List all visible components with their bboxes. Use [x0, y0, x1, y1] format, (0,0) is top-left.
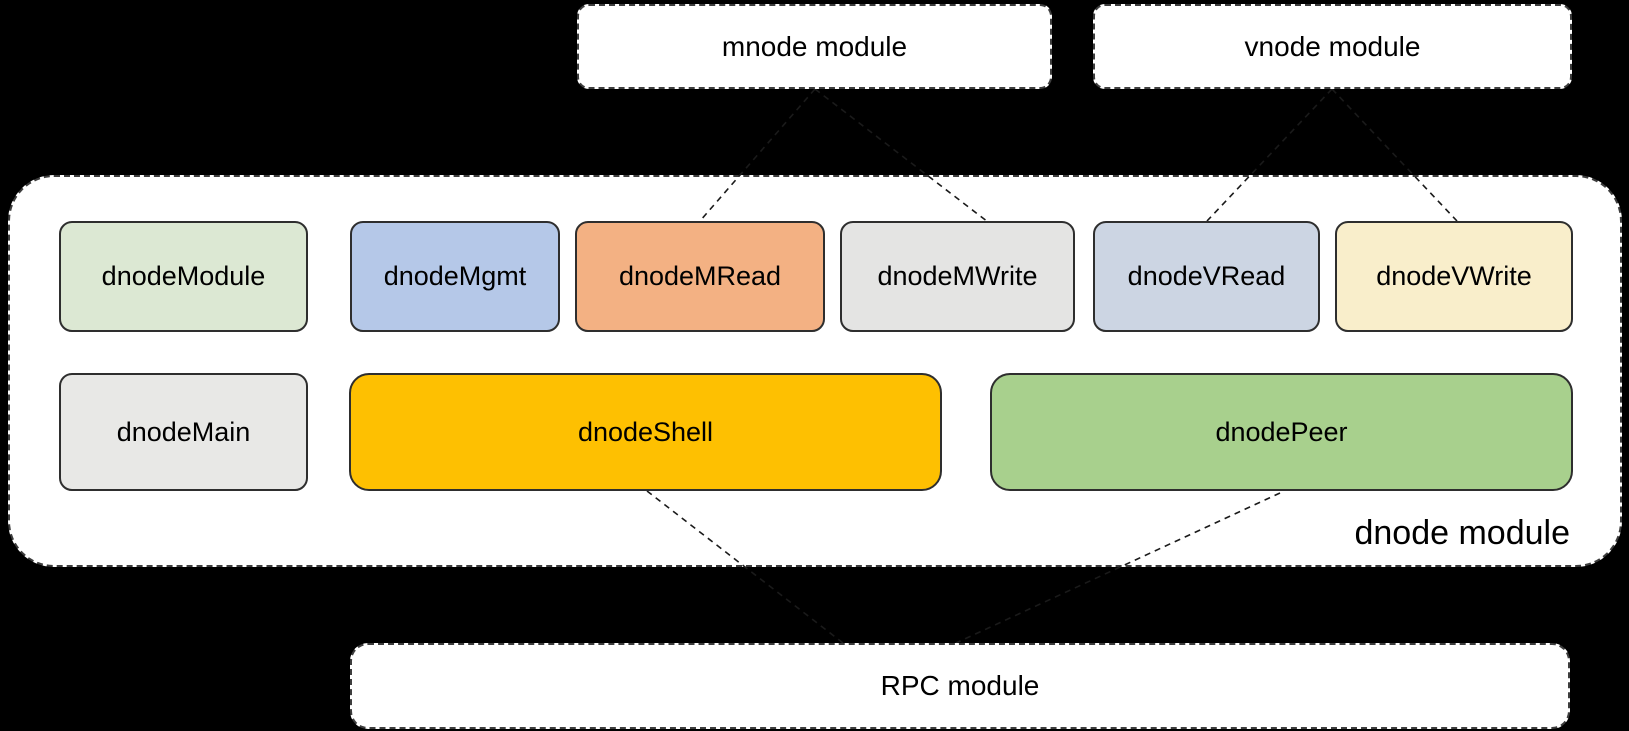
box-dnodeMgmt: dnodeMgmt [350, 221, 560, 332]
box-dnodeMWrite: dnodeMWrite [840, 221, 1075, 332]
mnode-module-box: mnode module [577, 4, 1052, 89]
box-dnodeVRead: dnodeVRead [1093, 221, 1320, 332]
box-dnodeVWrite-label: dnodeVWrite [1376, 261, 1532, 291]
box-dnodeModule: dnodeModule [59, 221, 308, 332]
box-dnodeMWrite-label: dnodeMWrite [877, 261, 1038, 291]
vnode-module-box: vnode module [1093, 4, 1572, 89]
box-dnodePeer-label: dnodePeer [1215, 416, 1348, 447]
box-dnodeShell: dnodeShell [349, 373, 942, 491]
box-dnodeVRead-label: dnodeVRead [1127, 261, 1286, 291]
box-dnodeMRead-label: dnodeMRead [618, 261, 782, 291]
mnode-module-label: mnode module [721, 30, 908, 62]
vnode-module-label: vnode module [1244, 30, 1421, 62]
box-dnodeMain-label: dnodeMain [116, 416, 251, 447]
box-dnodeShell-label: dnodeShell [577, 416, 714, 447]
rpc-module-label: RPC module [880, 670, 1040, 701]
box-dnodeVWrite: dnodeVWrite [1335, 221, 1573, 332]
box-dnodeMgmt-label: dnodeMgmt [383, 261, 527, 291]
box-dnodeModule-label: dnodeModule [101, 261, 266, 291]
rpc-module-box: RPC module [350, 643, 1570, 729]
box-dnodeMain: dnodeMain [59, 373, 308, 491]
box-dnodePeer: dnodePeer [990, 373, 1573, 491]
box-dnodeMRead: dnodeMRead [575, 221, 825, 332]
dnode-module-label: dnode module [1354, 514, 1570, 552]
